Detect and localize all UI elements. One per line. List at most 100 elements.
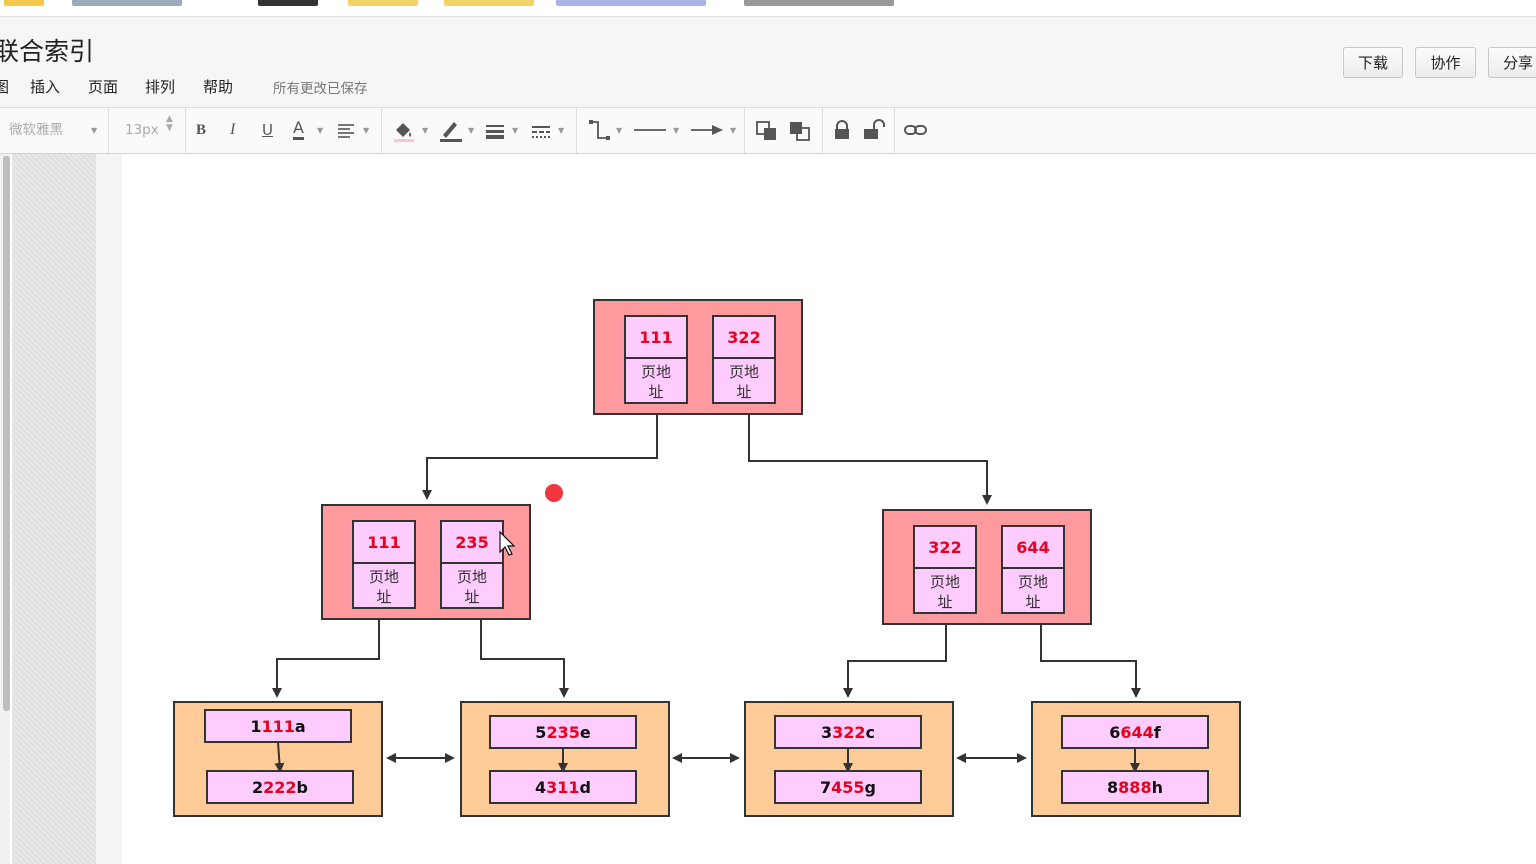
edge-right-leaf4[interactable] — [1040, 625, 1141, 698]
record-cell[interactable] — [204, 709, 352, 743]
format-toolbar: 微软雅黑 ▼ 13px ▲▼ B I U A ▼ ▼ ▼ ▼ ▼ ▼ ▼ ▼ — [0, 108, 1536, 154]
pointer-cell[interactable] — [913, 567, 977, 614]
connector-button[interactable]: ▼ — [588, 118, 624, 142]
align-icon — [338, 124, 354, 138]
document-title[interactable]: 联合索引 — [0, 37, 95, 66]
record-cell[interactable] — [1061, 770, 1209, 804]
menu-item-help[interactable]: 帮助 — [203, 78, 234, 96]
edge-left-leaf2[interactable] — [480, 620, 569, 698]
send-to-back-button[interactable] — [789, 118, 811, 142]
line-color-button[interactable]: ▼ — [438, 118, 476, 142]
menu-item-insert[interactable]: 插入 — [30, 78, 61, 96]
record-row[interactable]: 6644f — [1061, 715, 1209, 749]
record-cell[interactable] — [774, 770, 922, 804]
font-size-stepper[interactable]: 13px ▲▼ — [125, 115, 177, 142]
chevron-down-icon: ▼ — [616, 126, 623, 135]
line-type-button[interactable]: ▼ — [633, 118, 681, 142]
pointer-cell[interactable] — [440, 562, 504, 609]
record-row[interactable]: 7455g — [774, 770, 922, 804]
record-col-a: 4 — [535, 778, 546, 797]
record-row[interactable]: 1111a — [204, 709, 352, 743]
font-color-button[interactable]: A ▼ — [290, 118, 324, 142]
record-row[interactable]: 5235e — [489, 715, 637, 749]
key-value: 322 — [928, 538, 961, 557]
font-family-select[interactable]: 微软雅黑 ▼ — [9, 118, 101, 142]
underline-button[interactable]: U — [262, 121, 273, 139]
bookmark-item[interactable] — [444, 0, 534, 6]
record-row[interactable]: 8888h — [1061, 770, 1209, 804]
bookmark-item[interactable] — [348, 0, 418, 6]
key-cell[interactable] — [712, 315, 776, 359]
record-col-c: f — [1154, 723, 1162, 742]
record-col-c: e — [580, 723, 591, 742]
pointer-cell[interactable] — [1001, 567, 1065, 614]
key-cell[interactable] — [624, 315, 688, 359]
bookmark-item[interactable] — [556, 0, 706, 6]
pointer-cell[interactable] — [624, 357, 688, 404]
bold-button[interactable]: B — [196, 122, 207, 138]
line-weight-button[interactable]: ▼ — [484, 118, 522, 142]
leaf-node-1[interactable]: 1111a 2222b — [173, 701, 383, 817]
record-cell[interactable] — [489, 715, 637, 749]
bring-to-front-button[interactable] — [756, 118, 778, 142]
fill-color-button[interactable]: ▼ — [392, 118, 430, 142]
record-col-a: 6 — [1109, 723, 1120, 742]
key-cell[interactable] — [1001, 525, 1065, 569]
pointer-cell[interactable] — [352, 562, 416, 609]
collaborate-button[interactable]: 协作 — [1415, 47, 1476, 78]
pointer-cell[interactable] — [712, 357, 776, 404]
unlock-icon — [864, 119, 885, 139]
share-button[interactable]: 分享 — [1488, 47, 1536, 78]
record-cell[interactable] — [206, 770, 354, 804]
record-col-b: 644 — [1120, 723, 1153, 742]
record-row[interactable]: 2222b — [206, 770, 354, 804]
record-row[interactable]: 4311d — [489, 770, 637, 804]
bookmark-item[interactable] — [258, 0, 318, 6]
arrow-style-button[interactable]: ▼ — [690, 118, 738, 142]
italic-button[interactable]: I — [230, 121, 236, 138]
align-button[interactable]: ▼ — [336, 118, 372, 142]
record-value: 1111a — [250, 717, 305, 736]
line-style-button[interactable]: ▼ — [530, 118, 568, 142]
download-button[interactable]: 下载 — [1343, 47, 1403, 78]
line-type-icon — [634, 129, 666, 131]
edge-right-leaf3[interactable] — [843, 625, 947, 698]
app-header: 联合索引 图 插入 页面 排列 帮助 所有更改已保存 下载 协作 分享 — [0, 17, 1536, 108]
record-col-b: 322 — [832, 723, 865, 742]
menu-item-arrange[interactable]: 排列 — [145, 78, 176, 96]
edge-root-left[interactable] — [422, 415, 658, 500]
link-button[interactable] — [903, 118, 929, 142]
record-cell[interactable] — [489, 770, 637, 804]
line-style-icon — [532, 126, 550, 138]
leaf-node-2[interactable]: 5235e 4311d — [460, 701, 670, 817]
lock-button[interactable] — [833, 118, 851, 142]
record-row[interactable]: 3322c — [774, 715, 922, 749]
edge-left-leaf1[interactable] — [272, 620, 380, 698]
edge-root-right[interactable] — [748, 415, 992, 505]
menu-item-page[interactable]: 页面 — [88, 78, 119, 96]
leaf-node-3[interactable]: 3322c 7455g — [744, 701, 954, 817]
record-cell[interactable] — [1061, 715, 1209, 749]
record-cell[interactable] — [774, 715, 922, 749]
bookmark-item[interactable] — [4, 0, 44, 6]
record-col-b: 111 — [261, 717, 294, 736]
key-cell[interactable] — [352, 520, 416, 564]
unlock-button[interactable] — [863, 118, 885, 142]
bookmark-item[interactable] — [72, 0, 182, 6]
leaf-node-4[interactable]: 6644f 8888h — [1031, 701, 1241, 817]
menu-item-file[interactable]: 图 — [0, 78, 10, 96]
scrollbar-thumb[interactable] — [3, 156, 10, 711]
page-edge — [96, 154, 122, 864]
record-col-b: 311 — [546, 778, 579, 797]
key-cell[interactable] — [913, 525, 977, 569]
bookmark-item[interactable] — [744, 0, 894, 6]
